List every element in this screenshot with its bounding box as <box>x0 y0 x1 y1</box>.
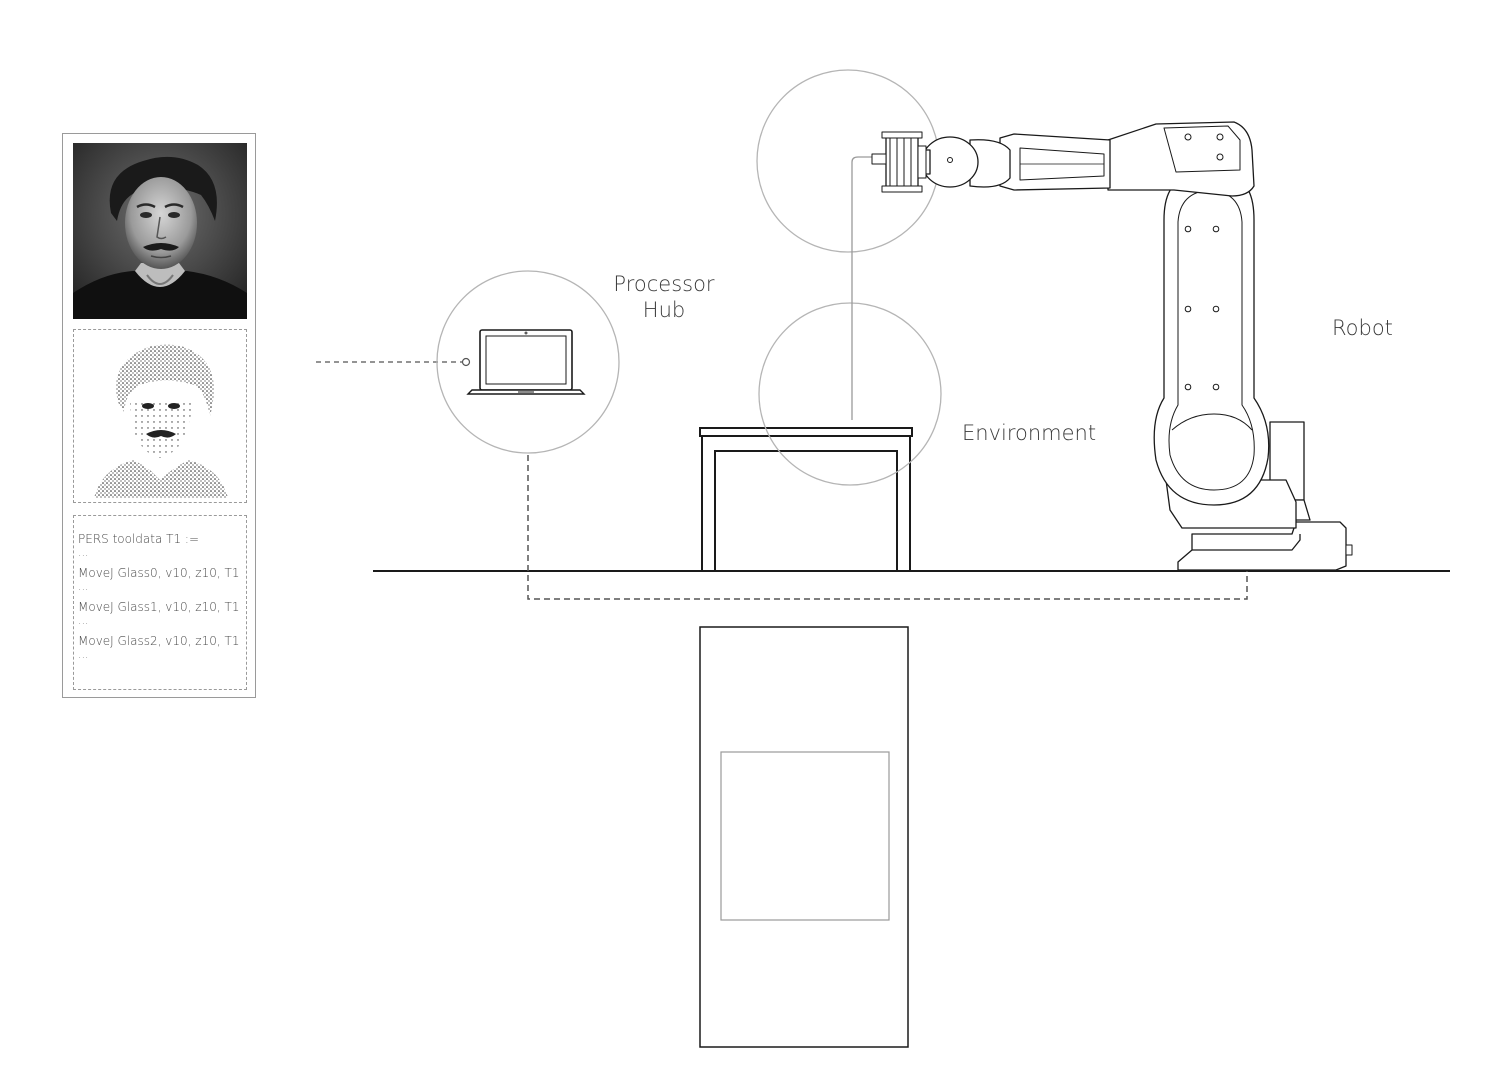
code-line: MoveJ Glass2, v10, z10, T1 <box>78 634 240 648</box>
environment-label: Environment <box>962 421 1097 445</box>
robot-arm <box>871 121 1353 571</box>
code-line: ... <box>78 648 89 661</box>
processor-hub-label-line2: Hub <box>642 298 686 322</box>
code-line: ... <box>78 546 89 559</box>
processor-hub-circle <box>436 270 620 454</box>
table <box>699 427 913 570</box>
laptop-to-robot-connector <box>527 455 1248 600</box>
laptop-icon <box>466 329 586 395</box>
portrait-photo <box>73 143 247 319</box>
stipple-portrait <box>73 329 247 503</box>
display-cabinet <box>699 626 909 1048</box>
display-screen <box>720 751 890 921</box>
robot-code-block: PERS tooldata T1 := ... MoveJ Glass0, v1… <box>73 515 247 690</box>
input-panel: PERS tooldata T1 := ... MoveJ Glass0, v1… <box>62 133 256 698</box>
code-line: MoveJ Glass1, v10, z10, T1 <box>78 600 240 614</box>
code-line: MoveJ Glass0, v10, z10, T1 <box>78 566 240 580</box>
panel-to-laptop-connector <box>316 357 471 367</box>
processor-hub-label: Processor Hub <box>604 271 724 323</box>
tool-cable <box>851 156 878 420</box>
code-line: PERS tooldata T1 := <box>78 532 200 546</box>
stipple-portrait-drawing <box>94 344 228 498</box>
robot-label: Robot <box>1332 316 1393 340</box>
processor-hub-label-line1: Processor <box>613 272 715 296</box>
environment-circle <box>758 302 942 486</box>
code-line: ... <box>78 580 89 593</box>
code-line: ... <box>78 614 89 627</box>
